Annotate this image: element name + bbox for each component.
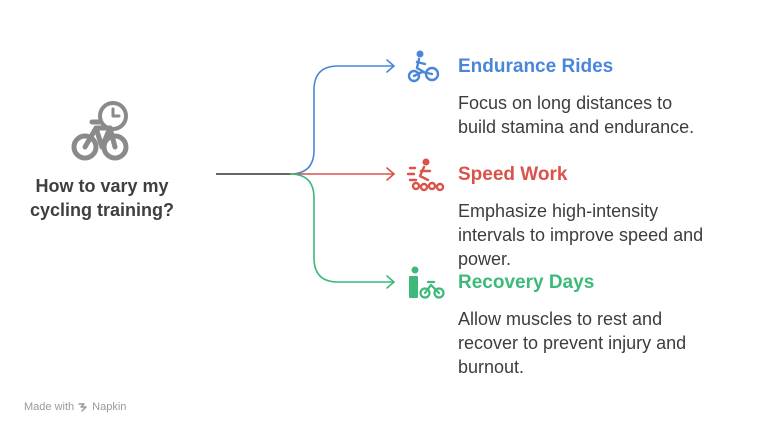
endurance-rides-description: Focus on long distances to build stamina… (458, 91, 748, 139)
speed-desc-line1: Emphasize high-intensity (458, 201, 659, 221)
bicycle-clock-icon (71, 101, 129, 161)
recovery-desc-line2: recover to prevent injury and (458, 333, 687, 353)
connector-recovery (289, 173, 394, 283)
napkin-brand-label: Napkin (92, 401, 127, 413)
recovery-desc-line3: burnout. (458, 357, 525, 377)
central-question-line2: cycling training? (29, 200, 175, 220)
arrow-head-speed (386, 167, 396, 181)
central-question-line1: How to vary my (35, 176, 169, 196)
recovery-desc-line1: Allow muscles to rest and (458, 309, 663, 329)
speed-desc-line3: power. (458, 249, 512, 269)
made-with-label: Made with (24, 401, 75, 413)
speed-desc-line2: intervals to improve speed and (458, 225, 704, 245)
endurance-desc-line2: build stamina and endurance. (458, 117, 695, 137)
speed-work-title: Speed Work (458, 164, 568, 185)
arrow-head-recovery (386, 275, 396, 289)
made-with-napkin-footer[interactable]: Made with Napkin (24, 401, 126, 413)
endurance-rides-title: Endurance Rides (458, 56, 614, 77)
recovery-days-title: Recovery Days (458, 272, 595, 293)
endurance-desc-line1: Focus on long distances to (458, 93, 673, 113)
central-question: How to vary my cycling training? (14, 174, 190, 222)
arrow-head-endurance (386, 59, 396, 73)
speed-work-description: Emphasize high-intensity intervals to im… (458, 199, 748, 271)
sprinting-cyclist-icon (406, 158, 445, 192)
napkin-logo-icon (78, 403, 87, 412)
cyclist-icon (407, 50, 440, 83)
recovery-days-description: Allow muscles to rest and recover to pre… (458, 307, 748, 379)
resting-cyclist-icon (409, 266, 445, 299)
connector-endurance (289, 65, 394, 175)
